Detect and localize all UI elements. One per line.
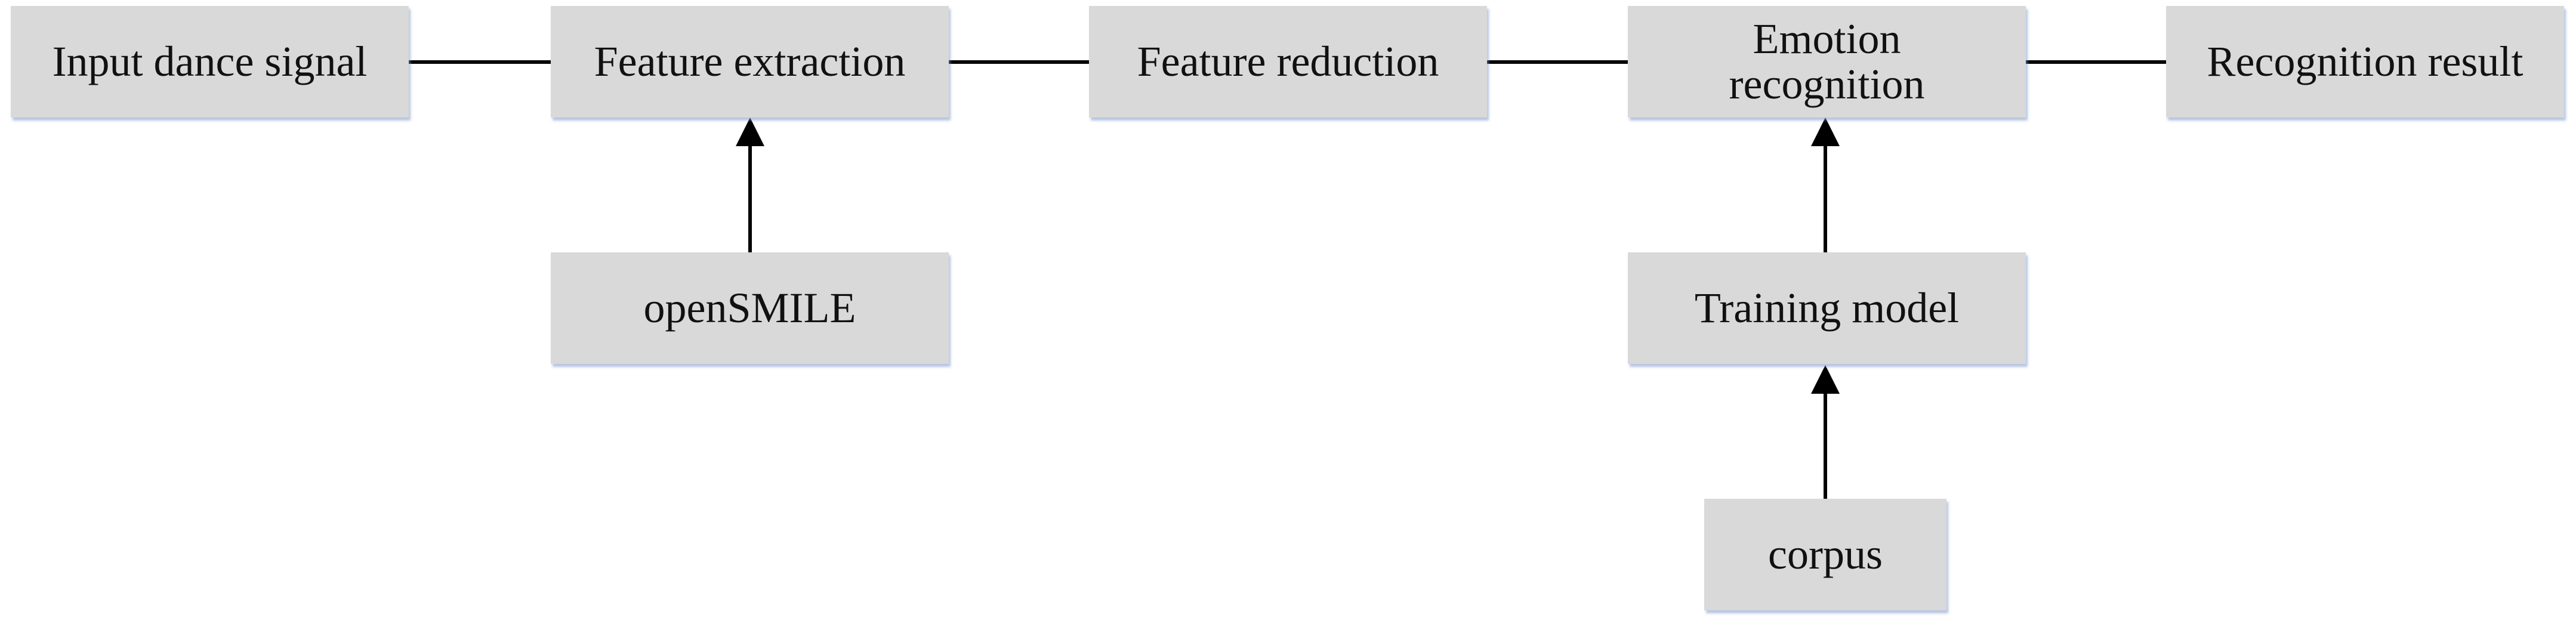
arrowhead-training-to-emotion: [1811, 118, 1840, 146]
arrowhead-opensmile-to-extract: [736, 118, 764, 146]
node-emotion-recognition: Emotion recognition: [1628, 6, 2026, 118]
node-recognition-result: Recognition result: [2166, 6, 2564, 118]
node-feature-extraction: Feature extraction: [551, 6, 949, 118]
node-opensmile: openSMILE: [551, 252, 949, 364]
node-corpus: corpus: [1704, 499, 1946, 610]
node-feature-reduction: Feature reduction: [1089, 6, 1487, 118]
arrowhead-corpus-to-training: [1811, 365, 1840, 394]
node-training-model: Training model: [1628, 252, 2026, 364]
node-input-dance-signal: Input dance signal: [11, 6, 409, 118]
